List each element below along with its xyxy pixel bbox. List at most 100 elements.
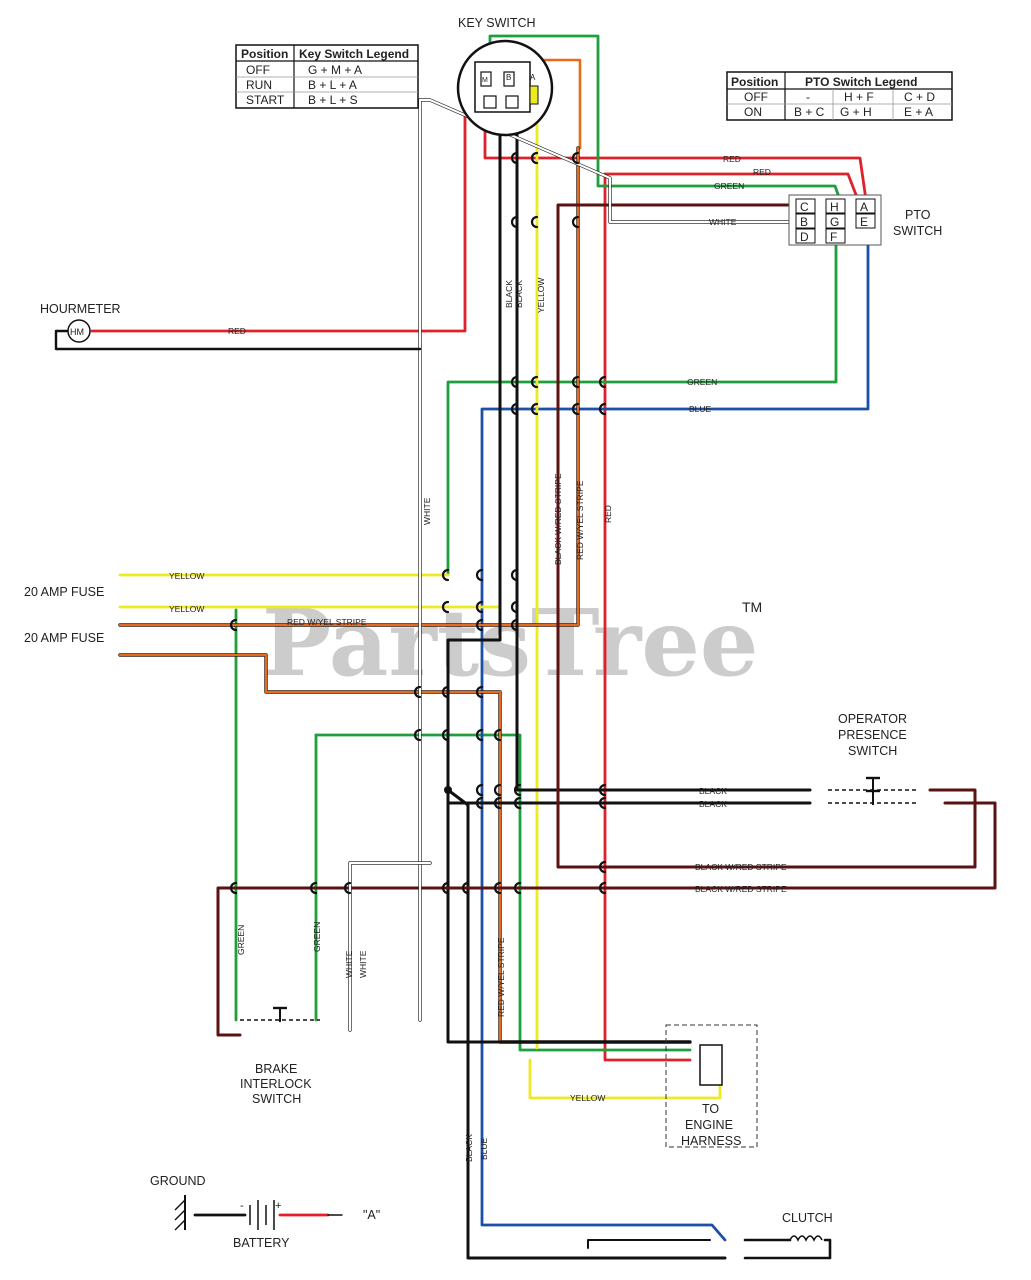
wire-crossover	[441, 600, 450, 614]
pto-terminal-label: D	[800, 230, 809, 244]
wire-labels: RED RED GREEN WHITE RED GREEN BLUE YELLO…	[169, 154, 787, 1162]
wire-crossover	[309, 881, 318, 895]
brake-interlock-label: INTERLOCK	[240, 1077, 312, 1091]
wire-label-white: WHITE	[358, 950, 368, 978]
wire-white-pto-edge	[418, 98, 797, 1022]
wire-red-main	[603, 172, 692, 1062]
wire-crossover	[343, 881, 352, 895]
clutch-coil-icon	[789, 1235, 823, 1242]
wire-crossover	[598, 796, 607, 810]
wire-crossover	[598, 375, 607, 389]
wire-crossover	[510, 568, 519, 582]
wire-label-green: GREEN	[236, 925, 246, 955]
pto-terminal-label: E	[860, 215, 868, 229]
pto-legend-cell: -	[806, 90, 810, 104]
key-legend-cell: OFF	[246, 63, 270, 77]
wire-crossover	[493, 783, 502, 797]
engine-harness-label: TO	[702, 1102, 719, 1116]
pto-legend-cell: ON	[744, 105, 762, 119]
wire-label-red-yel: RED W/YEL STRIPE	[287, 617, 367, 627]
wire-label-black-red: BLACK W/RED STRIPE	[695, 884, 787, 894]
operator-presence-label: OPERATOR	[838, 712, 907, 726]
key-legend-header-title: Key Switch Legend	[299, 47, 409, 61]
wire-label-green: GREEN	[714, 181, 744, 191]
fuse-label: 20 AMP FUSE	[24, 631, 104, 645]
wire-label-black: BLACK	[699, 786, 727, 796]
wire-crossover	[229, 881, 238, 895]
wire-black-1	[515, 98, 812, 792]
pto-terminal-label: G	[830, 215, 839, 229]
wire-crossover	[510, 600, 519, 614]
wire-diode	[587, 1239, 711, 1249]
pto-legend-cell: E + A	[904, 105, 933, 119]
wire-red-hourmeter	[90, 98, 467, 333]
wire-crossover	[530, 402, 539, 416]
wire-white-brake	[348, 861, 432, 1032]
pto-terminal-label: C	[800, 200, 809, 214]
wire-crossover	[571, 402, 580, 416]
operator-presence-label: SWITCH	[848, 744, 897, 758]
wire-label-yellow: YELLOW	[169, 604, 204, 614]
wires	[54, 34, 997, 1260]
wire-crossover	[530, 151, 539, 165]
engine-harness-box	[665, 1024, 758, 1148]
wire-label-black: BLACK	[514, 280, 524, 308]
pto-legend-cell: H + F	[844, 90, 874, 104]
wire-label-black-red: BLACK W/RED STRIPE	[553, 473, 563, 565]
wire-white-pto	[418, 98, 797, 1022]
wire-black-2	[446, 98, 692, 1044]
wire-orange-key	[538, 58, 582, 150]
wire-crossover	[513, 783, 522, 797]
wire-crossover	[493, 728, 502, 742]
wire-red-pto-2	[603, 172, 860, 202]
wire-red-yel-main	[118, 146, 580, 627]
wire-label-red: RED	[753, 167, 771, 177]
wire-crossover	[598, 881, 607, 895]
wire-label-red: RED	[723, 154, 741, 164]
wire-black-red-2	[216, 801, 997, 1037]
wire-label-green: GREEN	[312, 922, 322, 952]
pto-legend-header-title: PTO Switch Legend	[805, 75, 917, 89]
wire-crossover	[510, 215, 519, 229]
wire-crossover	[571, 375, 580, 389]
battery-reference-label: "A"	[363, 1208, 380, 1222]
wire-crossover	[493, 881, 502, 895]
key-legend-cell: B + L + S	[308, 93, 358, 107]
pto-switch: C H A B G E D F	[788, 194, 882, 246]
wire-label-blue: BLUE	[479, 1137, 489, 1160]
wire-crossover	[475, 796, 484, 810]
hourmeter-symbol: HM	[70, 327, 84, 337]
wire-black-clutch	[446, 788, 727, 1260]
wire-crossover	[413, 685, 422, 699]
brake-interlock-label: BRAKE	[255, 1062, 297, 1076]
battery-symbol	[249, 1200, 275, 1230]
pto-legend-cell: C + D	[904, 90, 935, 104]
key-terminal-label: A	[530, 73, 536, 82]
wire-crossover	[530, 215, 539, 229]
key-switch-label: KEY SWITCH	[458, 16, 536, 30]
pto-terminal-label: B	[800, 215, 808, 229]
hourmeter-label: HOURMETER	[40, 302, 121, 316]
devices	[174, 776, 918, 1242]
wire-crossover	[571, 215, 580, 229]
wire-crossover	[475, 685, 484, 699]
wire-crossover	[598, 783, 607, 797]
wire-label-black: BLACK	[464, 1134, 474, 1162]
wire-crossover	[475, 568, 484, 582]
pto-legend-header-position: Position	[731, 75, 778, 89]
pto-switch-label: PTO	[905, 208, 931, 222]
wire-clutch-2	[743, 1238, 832, 1260]
junction-dot	[444, 786, 452, 794]
fuse-label: 20 AMP FUSE	[24, 585, 104, 599]
battery-positive-label: +	[275, 1200, 281, 1212]
wire-label-blue: BLUE	[689, 404, 712, 414]
clutch-label: CLUTCH	[782, 1211, 833, 1225]
pto-legend-cell: OFF	[744, 90, 768, 104]
wire-crossover	[441, 685, 450, 699]
watermark: PartsTree	[262, 589, 758, 697]
key-switch-legend: Position Key Switch Legend OFF G + M + A…	[235, 44, 419, 109]
wire-crossover	[510, 151, 519, 165]
wire-label-black: BLACK	[504, 280, 514, 308]
pto-terminal-label: A	[860, 200, 868, 214]
wire-crossover	[510, 618, 519, 632]
